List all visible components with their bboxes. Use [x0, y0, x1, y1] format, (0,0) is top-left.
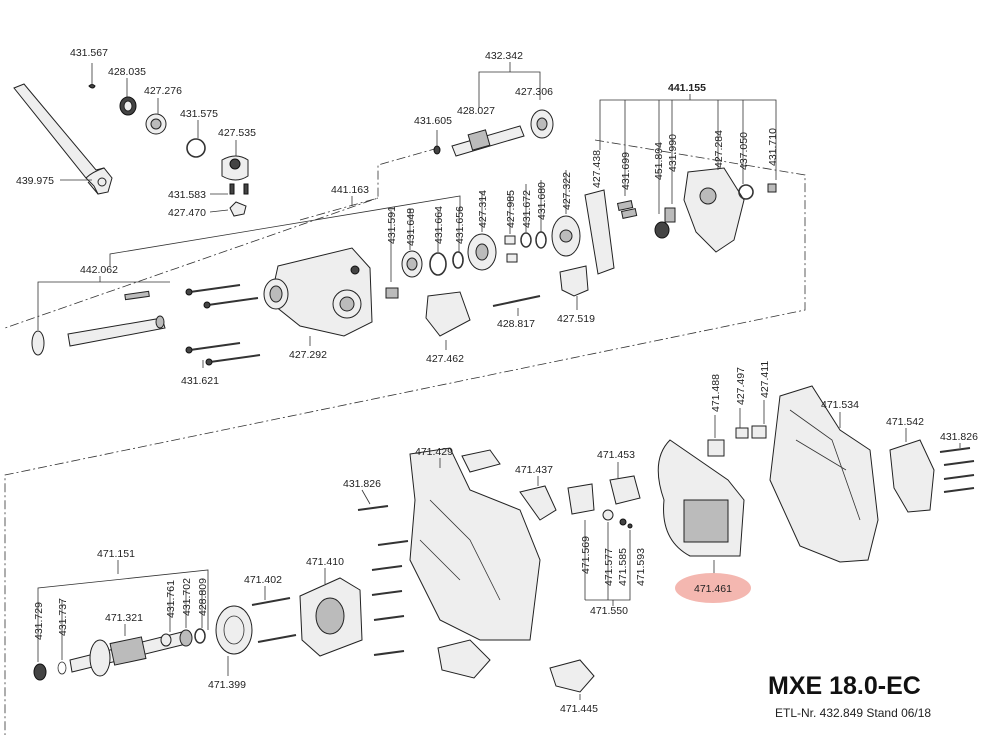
label-471585[interactable]: 471.585	[617, 548, 629, 586]
label-431583[interactable]: 431.583	[168, 189, 206, 201]
etl-number: ETL-Nr. 432.849 Stand 06/18	[775, 706, 931, 720]
label-441163[interactable]: 441.163	[331, 184, 369, 196]
label-471437[interactable]: 471.437	[515, 464, 553, 476]
label-431826-left[interactable]: 431.826	[343, 478, 381, 490]
output-shaft-part	[31, 290, 166, 356]
label-427985[interactable]: 427.985	[505, 190, 517, 228]
label-431710[interactable]: 431.710	[767, 128, 779, 166]
housing-half-right-part	[769, 385, 879, 563]
label-431737[interactable]: 431.737	[57, 598, 69, 636]
leader-lines	[37, 62, 961, 700]
label-431680[interactable]: 431.680	[536, 182, 548, 220]
gear-housing-part	[584, 167, 777, 275]
label-471445[interactable]: 471.445	[560, 703, 598, 715]
label-427411[interactable]: 427.411	[759, 361, 771, 398]
cap-part	[889, 439, 935, 513]
label-428027[interactable]: 428.027	[457, 105, 495, 117]
small-parts-top-left	[88, 84, 249, 217]
label-471577[interactable]: 471.577	[603, 548, 615, 586]
assembly-boundaries	[4, 139, 806, 735]
wrench-part	[13, 83, 113, 195]
model-title: MXE 18.0-EC	[768, 672, 921, 700]
label-431990[interactable]: 431.990	[667, 134, 679, 172]
housing-half-left-part	[409, 447, 595, 693]
label-471534[interactable]: 471.534	[821, 399, 859, 411]
label-428035[interactable]: 428.035	[108, 66, 146, 78]
label-427306[interactable]: 427.306	[515, 86, 553, 98]
label-427462[interactable]: 427.462	[426, 353, 464, 365]
fan-baffle-part	[215, 597, 297, 655]
label-471461[interactable]: 471.461	[694, 583, 732, 595]
label-471410[interactable]: 471.410	[306, 556, 344, 568]
label-441155[interactable]: 441.155	[668, 82, 706, 94]
title-block: MXE 18.0-EC ETL-Nr. 432.849 Stand 06/18	[768, 672, 931, 720]
label-471550[interactable]: 471.550	[590, 605, 628, 617]
label-471453[interactable]: 471.453	[597, 449, 635, 461]
label-427438[interactable]: 427.438	[591, 150, 603, 188]
label-471399[interactable]: 471.399	[208, 679, 246, 691]
label-431702[interactable]: 431.702	[181, 578, 193, 616]
label-427470[interactable]: 427.470	[168, 207, 206, 219]
label-431699[interactable]: 431.699	[620, 152, 632, 190]
part-highlight	[675, 573, 751, 603]
label-427497[interactable]: 427.497	[735, 367, 747, 405]
label-428809[interactable]: 428.809	[197, 578, 209, 616]
bearing-gear-parts	[385, 215, 581, 299]
label-431648[interactable]: 431.648	[405, 208, 417, 246]
label-427519[interactable]: 427.519	[557, 313, 595, 325]
rotor-part	[33, 628, 206, 681]
label-471488[interactable]: 471.488	[710, 374, 722, 412]
label-431664[interactable]: 431.664	[433, 206, 445, 244]
label-471402[interactable]: 471.402	[244, 574, 282, 586]
label-431621[interactable]: 431.621	[181, 375, 219, 387]
label-437050[interactable]: 437.050	[738, 132, 750, 170]
part-labels-vertical: 427.438 431.699 451.894 431.990 427.284 …	[33, 128, 779, 640]
stator-part	[299, 577, 363, 657]
label-471542[interactable]: 471.542	[886, 416, 924, 428]
label-451894[interactable]: 451.894	[653, 142, 665, 180]
label-427284[interactable]: 427.284	[713, 130, 725, 168]
label-442062[interactable]: 442.062	[80, 264, 118, 276]
label-471321[interactable]: 471.321	[105, 612, 143, 624]
label-431826-right[interactable]: 431.826	[940, 431, 978, 443]
gear-cover-part	[263, 247, 373, 337]
label-427276[interactable]: 427.276	[144, 85, 182, 97]
label-431656[interactable]: 431.656	[454, 206, 466, 244]
label-427292[interactable]: 427.292	[289, 349, 327, 361]
label-471151[interactable]: 471.151	[97, 548, 135, 560]
screws-group	[185, 284, 261, 366]
label-431605[interactable]: 431.605	[414, 115, 452, 127]
label-427322[interactable]: 427.322	[561, 172, 573, 210]
label-431567[interactable]: 431.567	[70, 47, 108, 59]
part-labels: 431.567 428.035 427.276 431.575 427.535 …	[16, 47, 978, 715]
small-screws-left	[357, 505, 409, 656]
label-471429[interactable]: 471.429	[415, 446, 453, 458]
label-439975[interactable]: 439.975	[16, 175, 54, 187]
label-428817[interactable]: 428.817	[497, 318, 535, 330]
label-427535[interactable]: 427.535	[218, 127, 256, 139]
small-screws-right	[939, 447, 975, 493]
label-471593[interactable]: 471.593	[635, 548, 647, 586]
label-431591[interactable]: 431.591	[386, 206, 398, 244]
switch-module-parts	[567, 475, 641, 529]
label-432342[interactable]: 432.342	[485, 50, 523, 62]
spindle-part	[433, 109, 554, 157]
label-431575[interactable]: 431.575	[180, 108, 218, 120]
label-431672[interactable]: 431.672	[521, 190, 533, 228]
label-427314[interactable]: 427.314	[477, 190, 489, 228]
switch-cable-part	[657, 425, 767, 557]
label-471569[interactable]: 471.569	[580, 536, 592, 574]
label-431761[interactable]: 431.761	[165, 580, 177, 618]
bracket-parts	[425, 265, 589, 337]
label-431729[interactable]: 431.729	[33, 602, 45, 640]
